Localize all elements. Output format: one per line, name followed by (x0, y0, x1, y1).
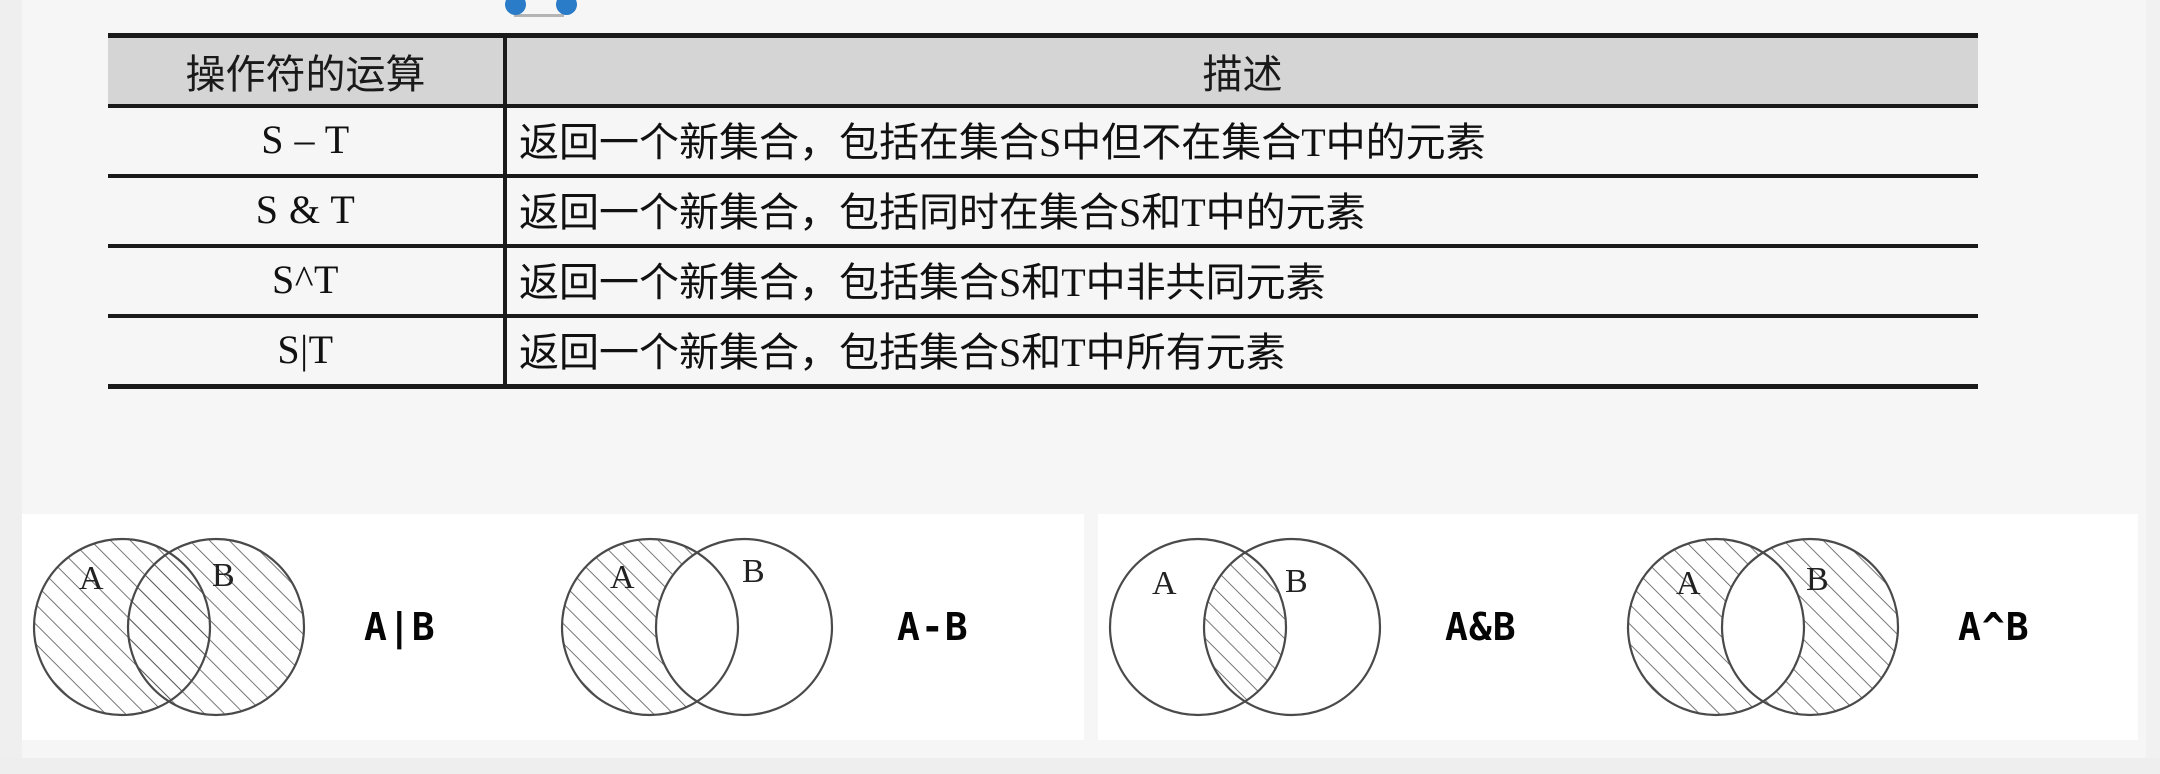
venn-label-a: A (1152, 565, 1177, 602)
selection-handle[interactable] (505, 0, 585, 24)
cell-description: 返回一个新集合，包括在集合S中但不在集合T中的元素 (505, 106, 1978, 178)
table-header-row: 操作符的运算 描述 (108, 33, 1978, 108)
selection-handle-dot-left[interactable] (505, 0, 526, 15)
venn-expression-intersection: A&B (1445, 605, 1517, 649)
cell-operator: S & T (108, 176, 507, 248)
venn-figure-difference: A B A-B (552, 514, 968, 740)
venn-figure-symmetric-difference: A B A^B (1618, 514, 2029, 740)
venn-panel-left: A B A|B A (22, 514, 1084, 740)
table-row: S – T 返回一个新集合，包括在集合S中但不在集合T中的元素 (108, 106, 1978, 178)
venn-label-a: A (1676, 565, 1701, 602)
venn-figure-union: A B A|B (24, 514, 435, 740)
table-body: S – T 返回一个新集合，包括在集合S中但不在集合T中的元素 S & T 返回… (108, 106, 1978, 389)
table-row: S|T 返回一个新集合，包括集合S和T中所有元素 (108, 316, 1978, 389)
cell-operator: S^T (108, 246, 507, 318)
venn-label-a: A (79, 560, 104, 597)
cell-description: 返回一个新集合，包括集合S和T中非共同元素 (505, 246, 1978, 318)
venn-expression-union: A|B (364, 605, 436, 649)
cell-operator: S – T (108, 106, 507, 178)
left-background-band (0, 0, 22, 774)
column-header-operator: 操作符的运算 (108, 33, 507, 108)
venn-label-b: B (742, 553, 765, 590)
venn-expression-symmetric-difference: A^B (1958, 605, 2030, 649)
right-background-band (2146, 0, 2160, 774)
cell-operator: S|T (108, 316, 507, 389)
table-row: S^T 返回一个新集合，包括集合S和T中非共同元素 (108, 246, 1978, 318)
venn-expression-difference: A-B (897, 605, 969, 649)
cell-description: 返回一个新集合，包括集合S和T中所有元素 (505, 316, 1978, 389)
table-row: S & T 返回一个新集合，包括同时在集合S和T中的元素 (108, 176, 1978, 248)
cell-description: 返回一个新集合，包括同时在集合S和T中的元素 (505, 176, 1978, 248)
venn-figure-intersection: A B A&B (1100, 514, 1516, 740)
table-header: 操作符的运算 描述 (108, 33, 1978, 108)
selection-handle-dot-right[interactable] (556, 0, 577, 15)
venn-label-a: A (610, 559, 635, 596)
venn-label-b: B (1285, 563, 1308, 600)
bottom-background-band (0, 758, 2160, 774)
venn-label-b: B (1806, 561, 1829, 598)
venn-panel-right: A B A&B (1098, 514, 2138, 740)
set-operators-table: 操作符的运算 描述 S – T 返回一个新集合，包括在集合S中但不在集合T中的元… (108, 33, 1978, 389)
column-header-description: 描述 (505, 33, 1978, 108)
venn-label-b: B (212, 557, 235, 594)
